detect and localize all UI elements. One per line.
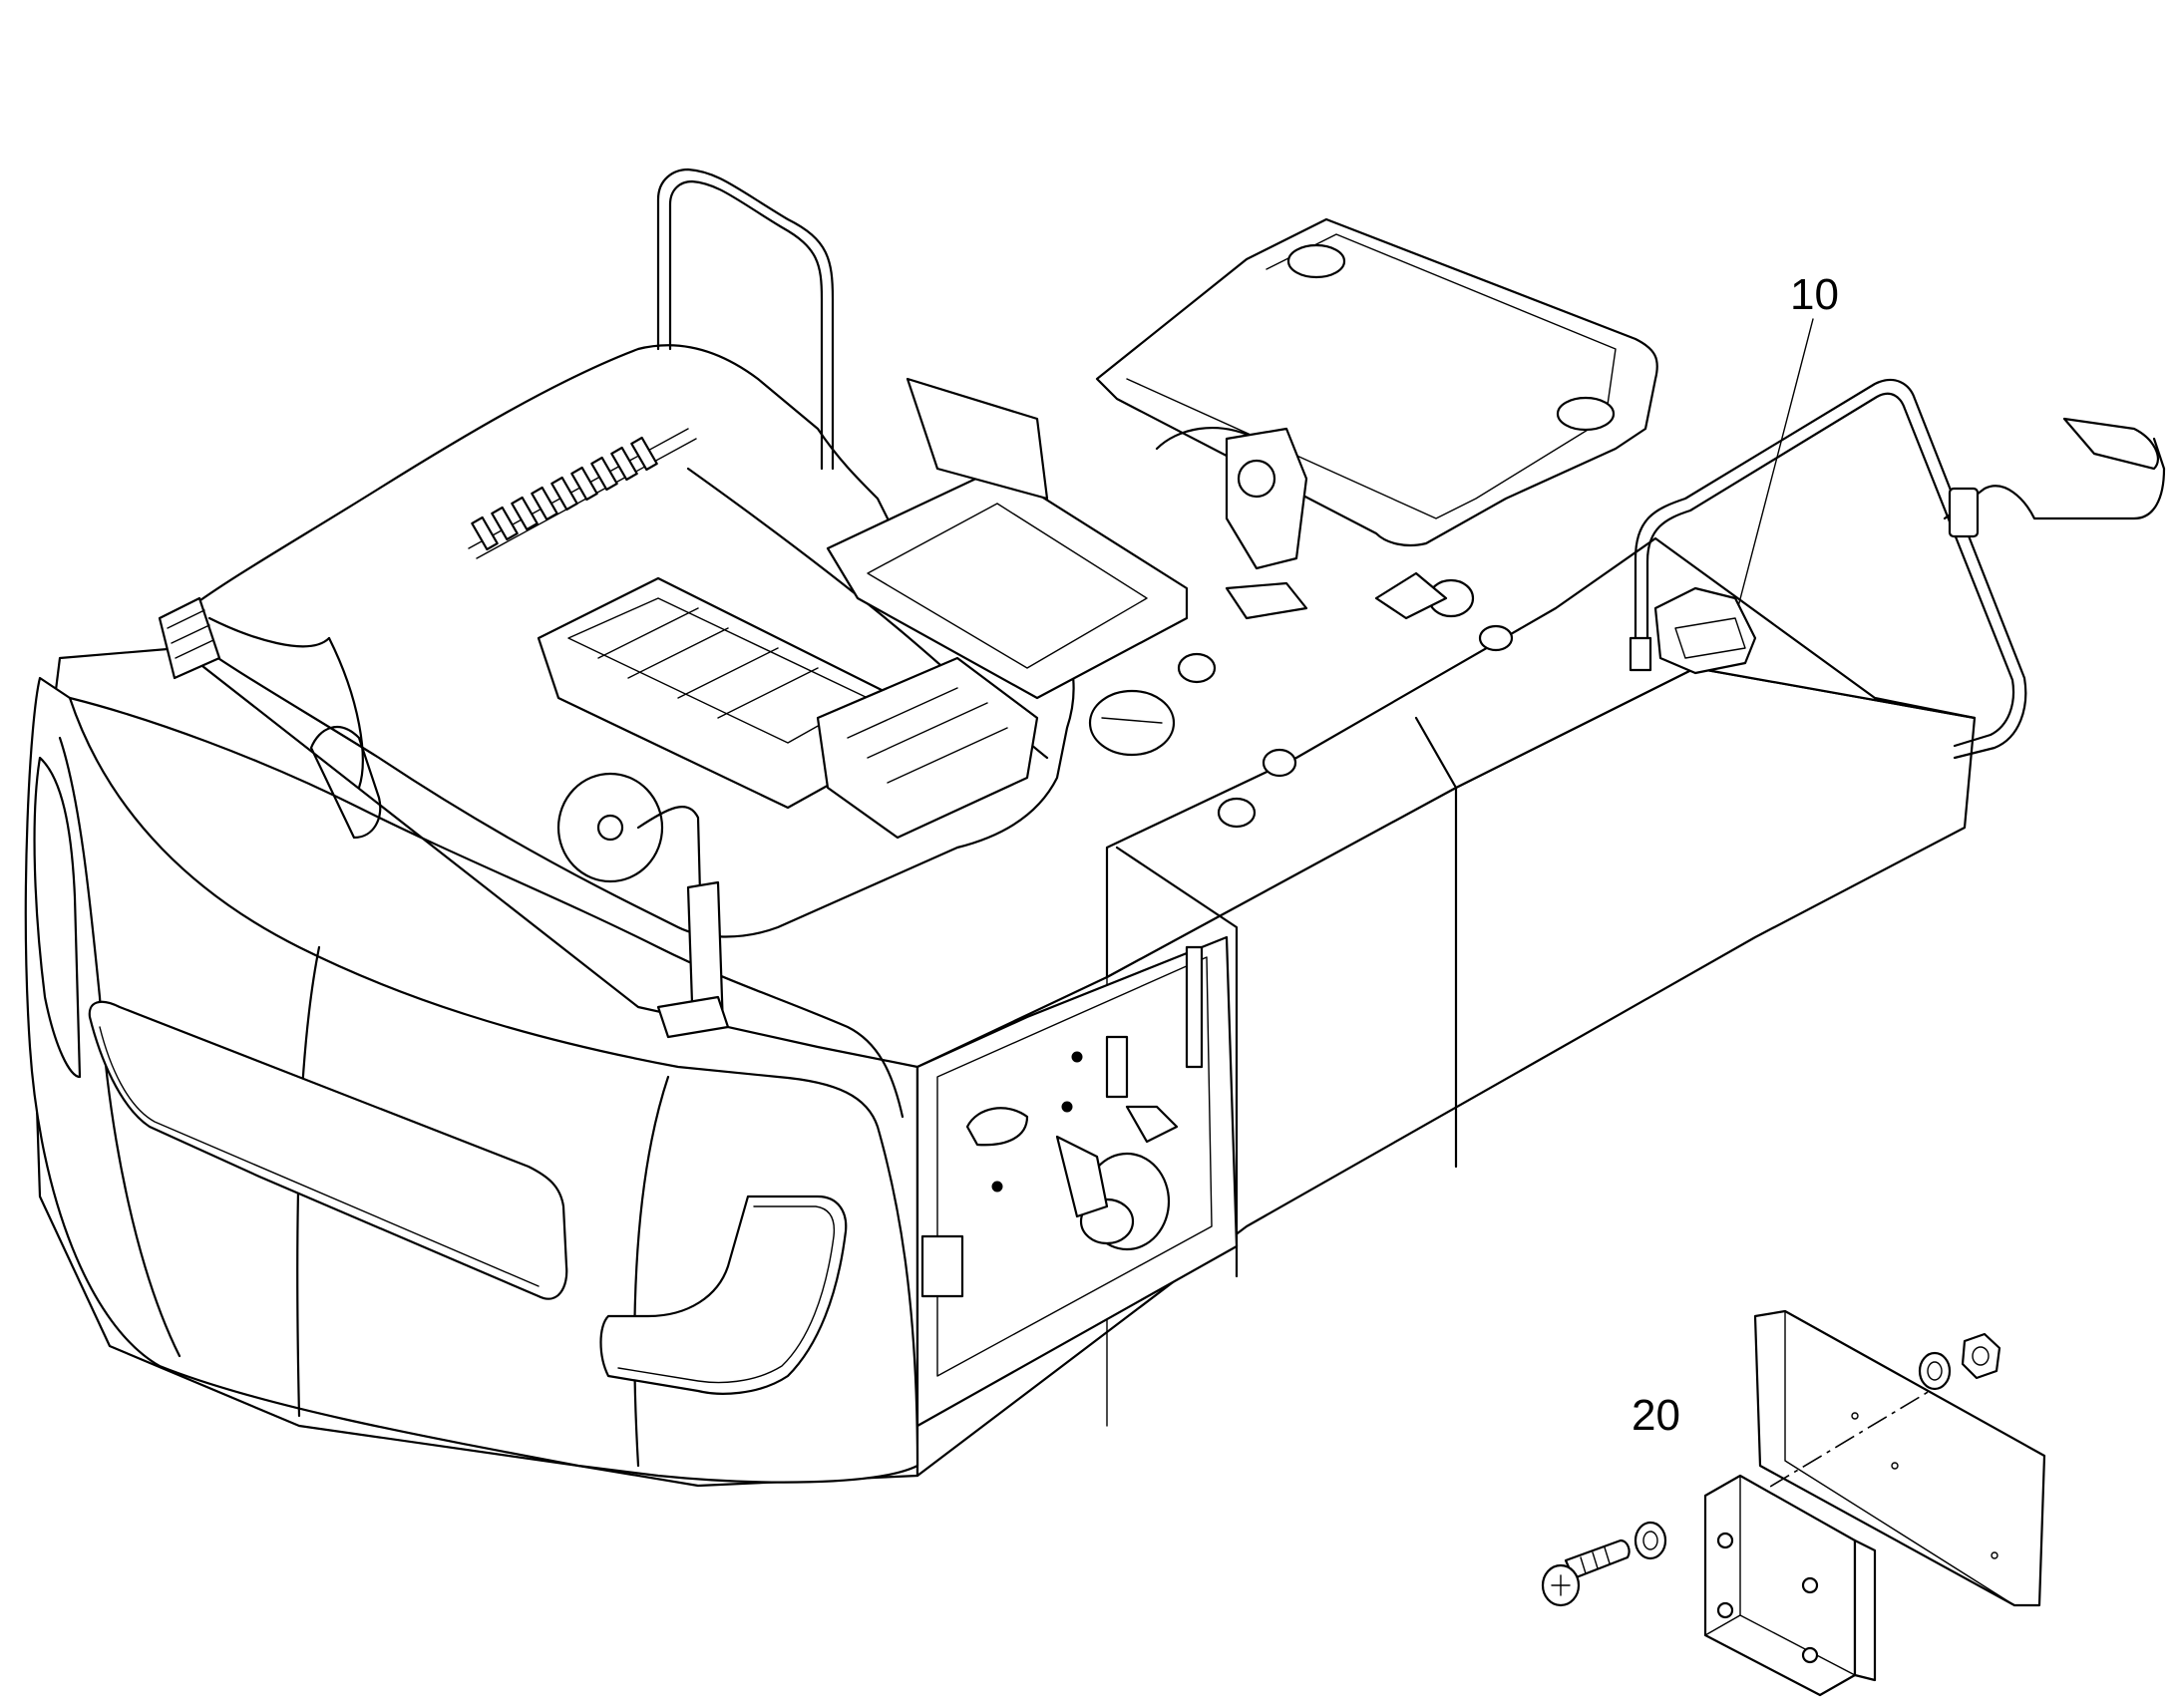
grab-rail-left	[656, 168, 835, 471]
washer-left	[1634, 1521, 1667, 1560]
rear-deck-box	[1095, 217, 1658, 570]
engine-bay	[537, 576, 1039, 840]
side-compartment	[915, 935, 1239, 1428]
counterweight	[24, 676, 919, 1484]
fuel-tank-caps	[1088, 571, 1514, 829]
callout-10-group: 10	[1629, 270, 1839, 675]
cab-plate	[826, 377, 1189, 700]
exhaust-muffler	[309, 726, 705, 1009]
nut-right	[1961, 1332, 2001, 1380]
part-20-module	[1703, 1474, 1857, 1697]
step-posts	[656, 880, 730, 1039]
hood-louvres	[468, 428, 697, 559]
washer-right	[1918, 1351, 1952, 1391]
mirror-arm	[1943, 417, 2166, 538]
callout-20-label[interactable]: 20	[1632, 1391, 1680, 1440]
grab-rail-right	[1634, 378, 2027, 760]
part-10	[1653, 586, 1757, 675]
callout-20-group: 20	[1541, 1309, 2046, 1697]
bolt-shank	[1564, 1538, 1631, 1580]
callout-10-label[interactable]: 10	[1790, 270, 1839, 319]
